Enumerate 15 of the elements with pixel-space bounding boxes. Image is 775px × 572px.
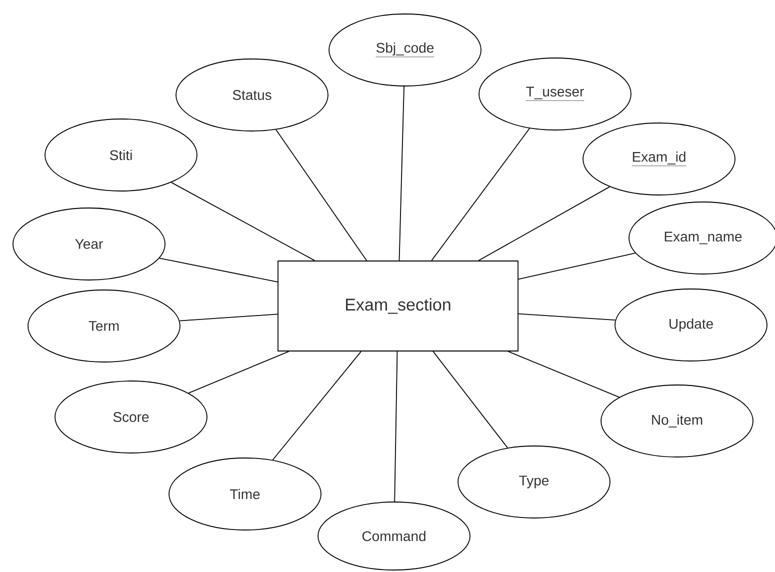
- connector-line: [276, 129, 368, 261]
- connector-line: [432, 351, 508, 448]
- connector-line: [272, 351, 362, 460]
- connector-line: [159, 258, 278, 282]
- connector-line: [394, 351, 398, 502]
- connector-line: [188, 351, 290, 394]
- connector-line: [518, 252, 636, 280]
- connector-line: [170, 182, 316, 261]
- connector-line: [179, 314, 278, 322]
- connector-line: [518, 313, 616, 321]
- entity-box: Exam_section: [278, 260, 518, 352]
- connector-line: [431, 128, 530, 261]
- connector-line: [398, 86, 404, 261]
- connector-line: [478, 186, 610, 261]
- connector-line: [508, 351, 620, 398]
